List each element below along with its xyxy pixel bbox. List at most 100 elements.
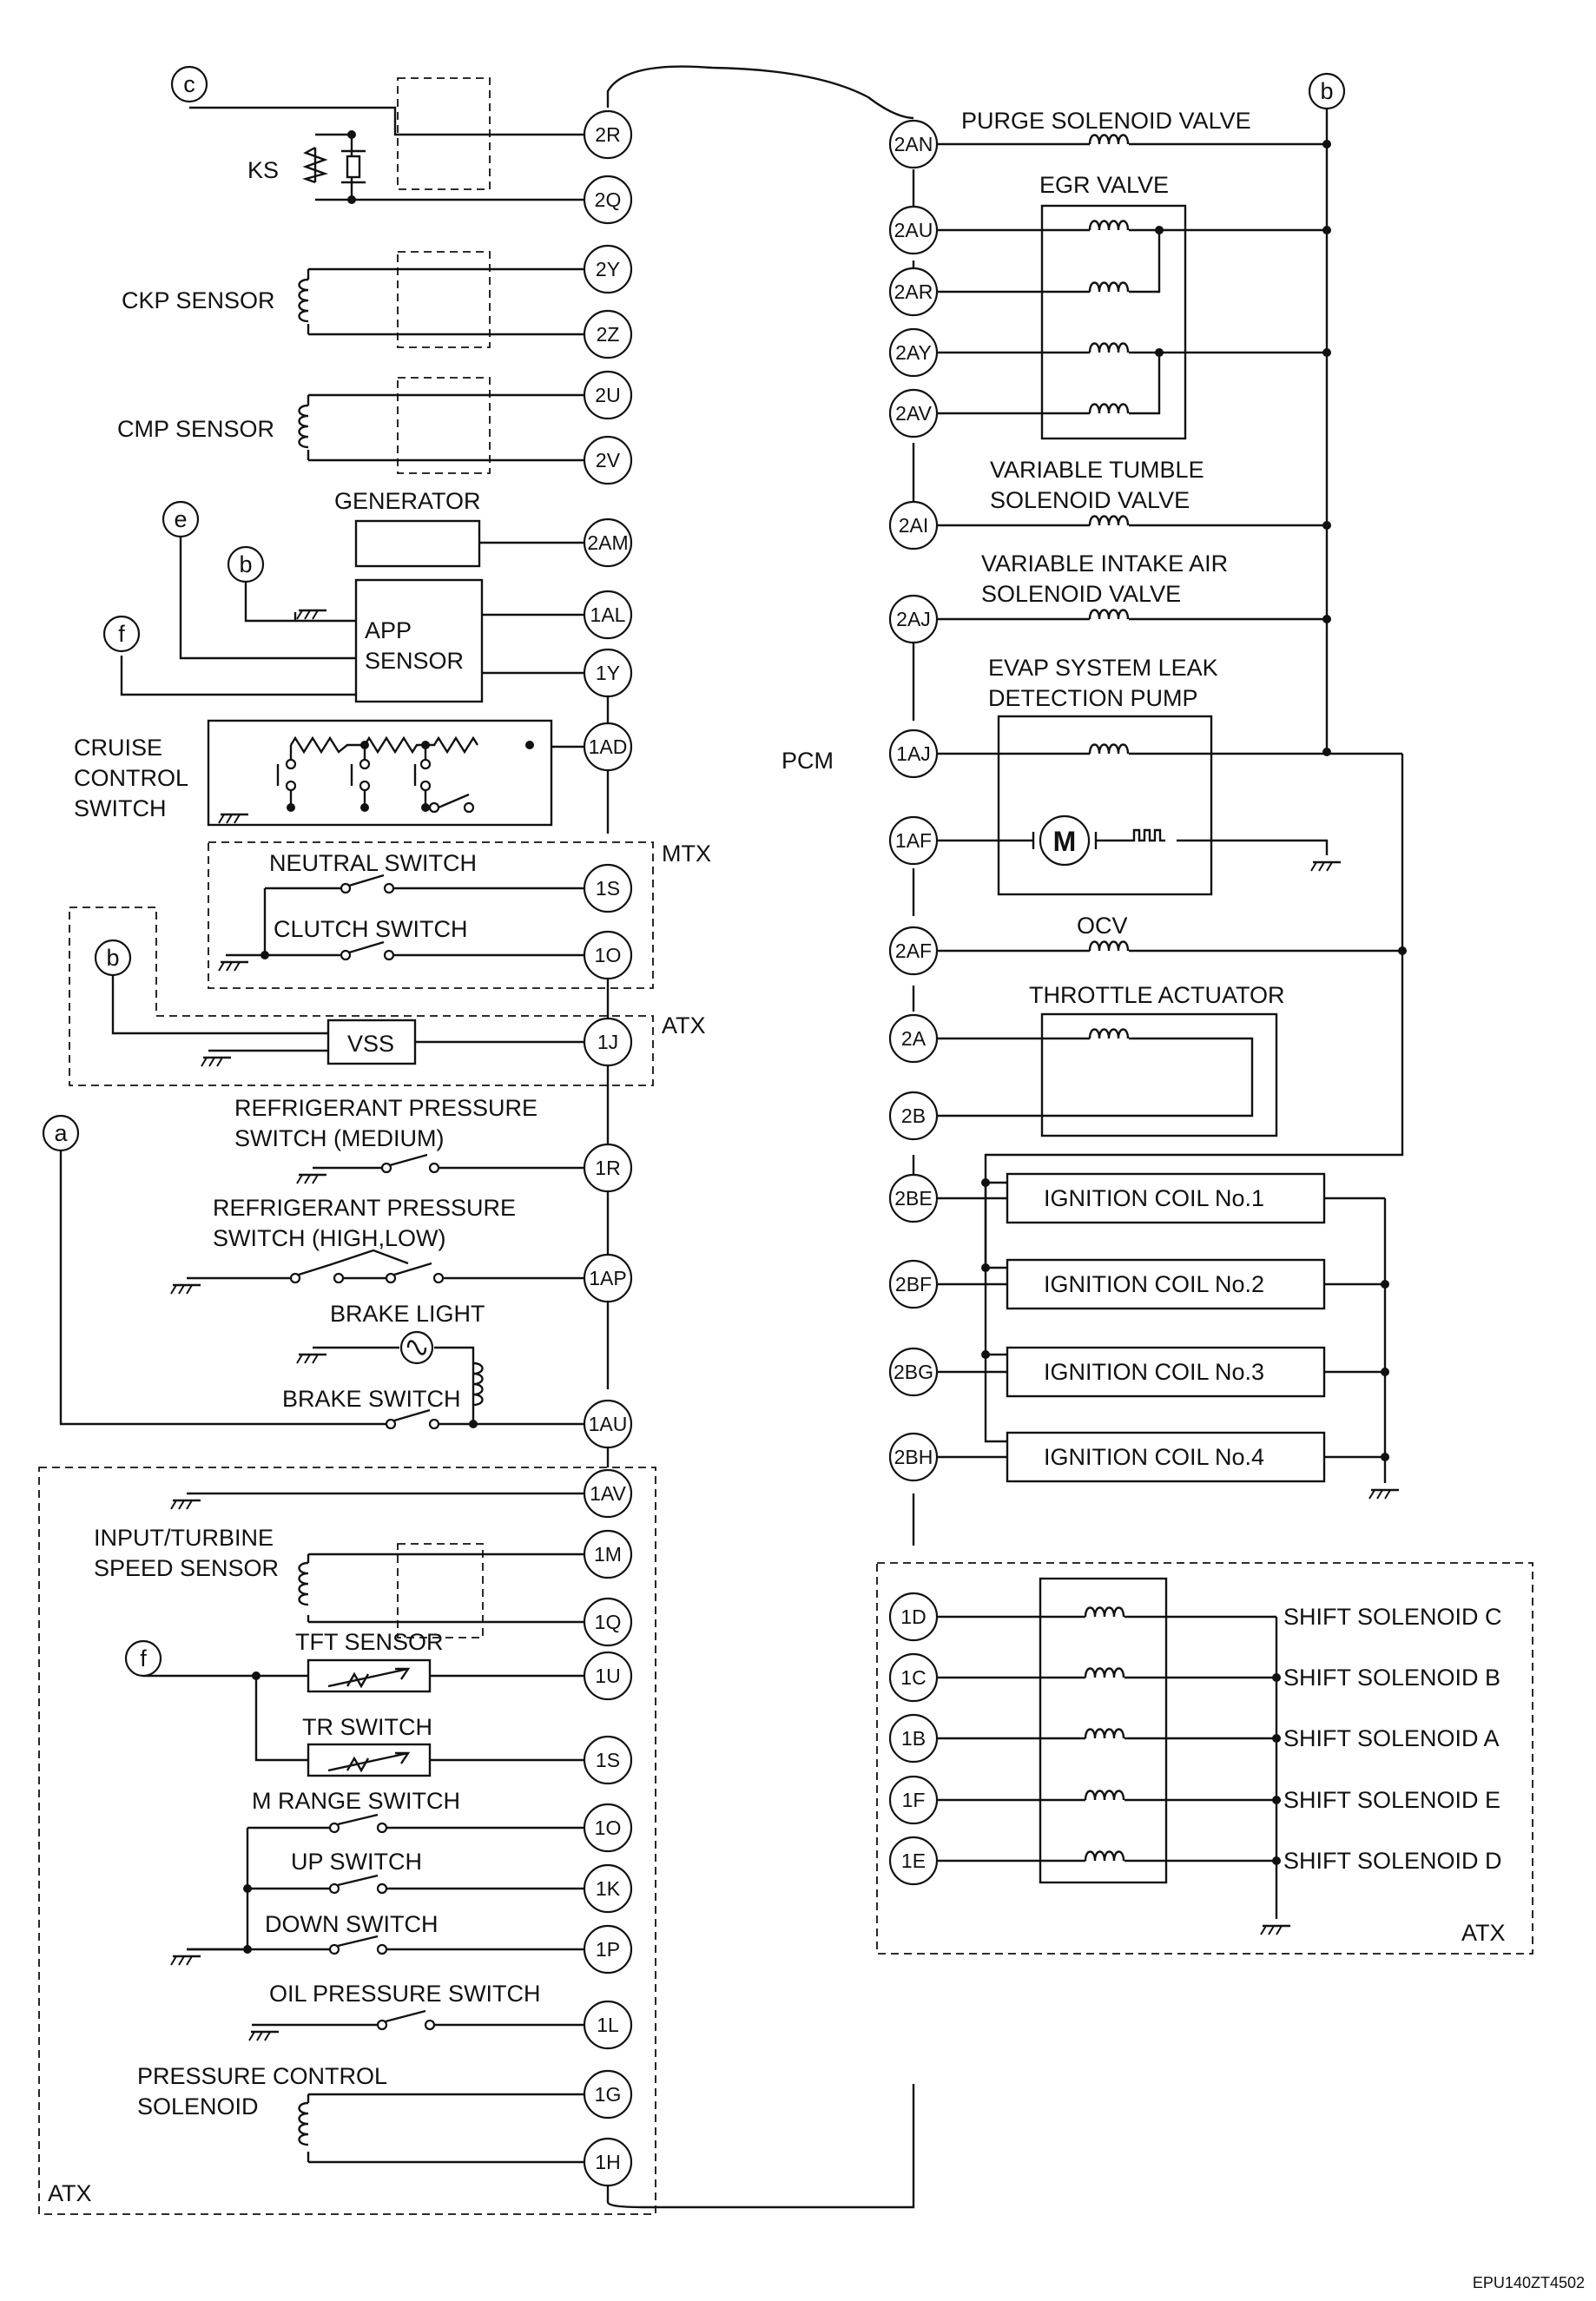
pin-label: 2R — [595, 123, 620, 146]
vts-label-1: VARIABLE TUMBLE — [990, 457, 1204, 483]
component-labels: PCM KS CKP SENSOR CMP SENSOR GENERATOR A… — [48, 108, 1585, 2291]
svg-text:b: b — [239, 551, 252, 577]
ref-highlow-label-2: SWITCH (HIGH,LOW) — [213, 1225, 445, 1251]
pin-label: 2AU — [894, 219, 933, 241]
cruise-label-1: CRUISE — [74, 735, 162, 761]
pin-label: 1F — [902, 1789, 926, 1811]
shift-solenoid-e-label: SHIFT SOLENOID E — [1283, 1787, 1500, 1813]
input-turbine-label-2: SPEED SENSOR — [94, 1555, 279, 1581]
shift-solenoid-a-label: SHIFT SOLENOID A — [1283, 1725, 1500, 1751]
via-label-2: SOLENOID VALVE — [981, 581, 1181, 607]
pin-1AD: 1AD — [583, 722, 633, 772]
pin-1Y: 1Y — [583, 648, 633, 698]
atx-vss-label: ATX — [662, 1012, 706, 1038]
cruise-label-3: SWITCH — [74, 795, 166, 821]
pin-2BE: 2BE — [888, 1173, 939, 1223]
ignition-coil-3-label: IGNITION COIL No.3 — [1044, 1359, 1264, 1385]
pin-label: 2BE — [894, 1187, 932, 1210]
pin-1S-atx: 1S — [583, 1735, 633, 1785]
pin-1AF: 1AF — [888, 815, 939, 866]
pin-label: 1S — [596, 877, 620, 900]
motor-symbol: M — [1053, 826, 1077, 857]
throttle-actuator-label: THROTTLE ACTUATOR — [1029, 982, 1285, 1008]
pin-2AJ: 2AJ — [888, 594, 939, 644]
pin-label: 2Y — [596, 258, 620, 280]
pin-1E: 1E — [888, 1836, 939, 1886]
pin-1Q: 1Q — [583, 1597, 633, 1647]
pin-1AP: 1AP — [583, 1253, 633, 1303]
generator-label: GENERATOR — [334, 488, 481, 514]
right-wiring — [606, 65, 1404, 1919]
pcm-label: PCM — [782, 748, 834, 774]
pin-1D: 1D — [888, 1592, 939, 1642]
pin-2V: 2V — [583, 435, 633, 485]
ref-medium-label-2: SWITCH (MEDIUM) — [234, 1125, 444, 1151]
pin-2BF: 2BF — [888, 1259, 939, 1309]
pin-1R: 1R — [583, 1143, 633, 1193]
ref-b-top: b — [1308, 72, 1346, 110]
brake-switch-label: BRAKE SWITCH — [282, 1386, 461, 1412]
via-label-1: VARIABLE INTAKE AIR — [981, 551, 1228, 577]
pin-1AU: 1AU — [583, 1399, 633, 1449]
left-pins: 2R 2Q 2Y 2Z 2U 2V 2AM 1AL 1Y 1AD 1S 1O 1… — [583, 109, 633, 2187]
pin-label: 1L — [597, 2014, 619, 2036]
pin-1P: 1P — [583, 1924, 633, 1975]
cmp-sensor-label: CMP SENSOR — [117, 416, 274, 442]
atx-left-label: ATX — [48, 2180, 92, 2206]
ocv-label: OCV — [1077, 913, 1128, 939]
pin-1B: 1B — [888, 1713, 939, 1764]
pin-label: 2Q — [595, 188, 622, 211]
ref-highlow-label-1: REFRIGERANT PRESSURE — [213, 1195, 516, 1221]
ref-f-tft: f — [124, 1639, 162, 1678]
atx-right-label: ATX — [1461, 1920, 1506, 1946]
pin-1F: 1F — [888, 1775, 939, 1825]
pin-label: 1AU — [589, 1413, 628, 1435]
input-turbine-label-1: INPUT/TURBINE — [94, 1525, 274, 1551]
purge-valve-label: PURGE SOLENOID VALVE — [961, 108, 1251, 134]
pin-label: 1E — [901, 1849, 926, 1872]
right-components — [981, 134, 1407, 1936]
tft-sensor-label: TFT SENSOR — [295, 1629, 444, 1655]
pin-label: 2AN — [894, 133, 933, 155]
pin-label: 1S — [596, 1749, 620, 1771]
svg-text:c: c — [183, 71, 195, 97]
pin-1L: 1L — [583, 2000, 633, 2050]
pcs-label-1: PRESSURE CONTROL — [137, 2063, 387, 2089]
oil-pressure-switch-label: OIL PRESSURE SWITCH — [269, 1981, 541, 2007]
svg-text:b: b — [1320, 78, 1333, 104]
pin-label: 1AV — [590, 1482, 626, 1505]
clutch-switch-label: CLUTCH SWITCH — [274, 916, 468, 942]
pin-label: 2AJ — [896, 608, 931, 630]
pin-label: 2U — [595, 384, 620, 406]
vts-label-2: SOLENOID VALVE — [990, 487, 1190, 513]
pin-1AV: 1AV — [583, 1468, 633, 1519]
pin-2AF: 2AF — [888, 926, 939, 976]
tr-switch-label: TR SWITCH — [302, 1714, 432, 1740]
pin-label: 1AD — [589, 735, 628, 758]
cruise-label-2: CONTROL — [74, 765, 188, 791]
up-switch-label: UP SWITCH — [291, 1849, 422, 1875]
pin-1K: 1K — [583, 1863, 633, 1914]
pin-1M: 1M — [583, 1529, 633, 1579]
neutral-switch-label: NEUTRAL SWITCH — [269, 850, 477, 876]
pin-1AJ: 1AJ — [888, 729, 939, 779]
ckp-sensor-label: CKP SENSOR — [122, 287, 275, 313]
pin-label: 1K — [596, 1877, 621, 1900]
pin-2BG: 2BG — [888, 1347, 939, 1397]
svg-text:e: e — [174, 506, 187, 532]
pin-label: 2A — [901, 1027, 927, 1050]
pin-2B: 2B — [888, 1091, 939, 1141]
pin-label: 2BG — [894, 1361, 933, 1383]
pin-2BH: 2BH — [888, 1432, 939, 1482]
pin-1C: 1C — [888, 1652, 939, 1703]
pin-label: 1M — [594, 1543, 622, 1566]
brake-light-label: BRAKE LIGHT — [330, 1301, 485, 1327]
evap-label-1: EVAP SYSTEM LEAK — [988, 655, 1218, 681]
pin-label: 1B — [901, 1727, 926, 1750]
dashed-enclosures — [38, 77, 1533, 2215]
pin-label: 1AF — [895, 829, 932, 852]
pin-1J: 1J — [583, 1017, 633, 1067]
pin-label: 2Z — [597, 323, 620, 346]
pin-2Y: 2Y — [583, 244, 633, 294]
